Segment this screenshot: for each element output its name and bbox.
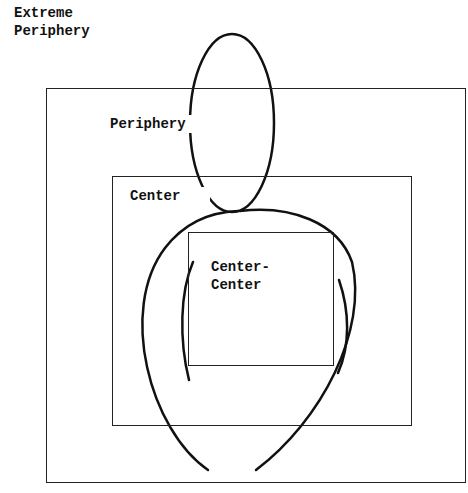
right-arm-line: [338, 280, 347, 373]
zone-box: PeripheryCenterCenter- Center: [46, 88, 466, 483]
zone-label: Periphery: [110, 115, 210, 133]
zone-box: Center- Center: [188, 232, 334, 366]
zone-label: Center- Center: [211, 258, 283, 294]
zone-heading: Extreme Periphery: [14, 4, 106, 40]
zone-box: CenterCenter- Center: [112, 176, 412, 426]
zone-label: Center: [130, 187, 210, 205]
left-shoulder-line: [142, 211, 238, 470]
right-shoulder-line: [240, 210, 355, 470]
